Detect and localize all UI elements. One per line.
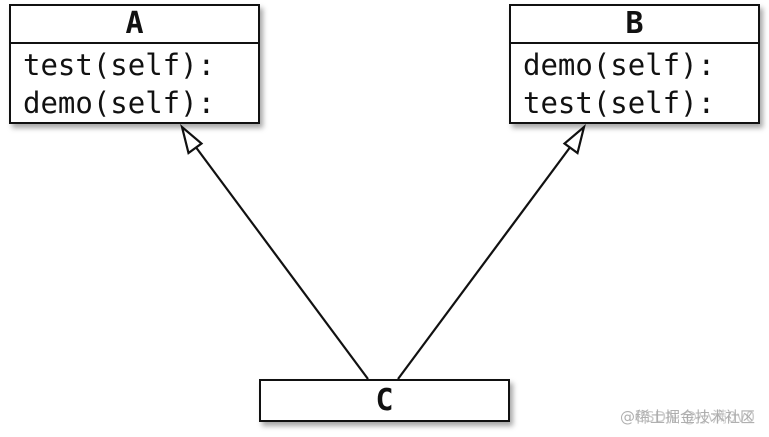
watermark-text-2: CSDN @小满0v0 — [634, 408, 756, 426]
inheritance-arrow-c-to-a — [180, 123, 369, 380]
connector-line-c-b — [397, 145, 572, 380]
watermark: @稀土掘金技术社区 CSDN @小满0v0 — [620, 406, 755, 427]
method-a-2: demo(self): — [23, 86, 216, 120]
class-box-c: C — [259, 379, 510, 422]
class-box-a: A test(self): demo(self): — [9, 4, 260, 124]
class-box-b: B demo(self): test(self): — [509, 4, 760, 124]
method-b-2: test(self): — [523, 86, 716, 120]
inheritance-arrow-c-to-b — [397, 123, 586, 380]
hollow-triangle-arrowhead-a — [180, 123, 204, 155]
class-name-a: A — [11, 6, 258, 44]
method-b-1: demo(self): — [523, 48, 716, 82]
method-a-1: test(self): — [23, 48, 216, 82]
class-name-b: B — [511, 6, 758, 44]
connector-line-c-a — [194, 145, 369, 380]
watermark-text-1: @稀土掘金技术社区 — [619, 408, 755, 426]
class-methods-a: test(self): demo(self): — [11, 44, 258, 122]
class-name-c: C — [375, 383, 394, 418]
class-methods-b: demo(self): test(self): — [511, 44, 758, 122]
hollow-triangle-arrowhead-b — [562, 123, 586, 155]
